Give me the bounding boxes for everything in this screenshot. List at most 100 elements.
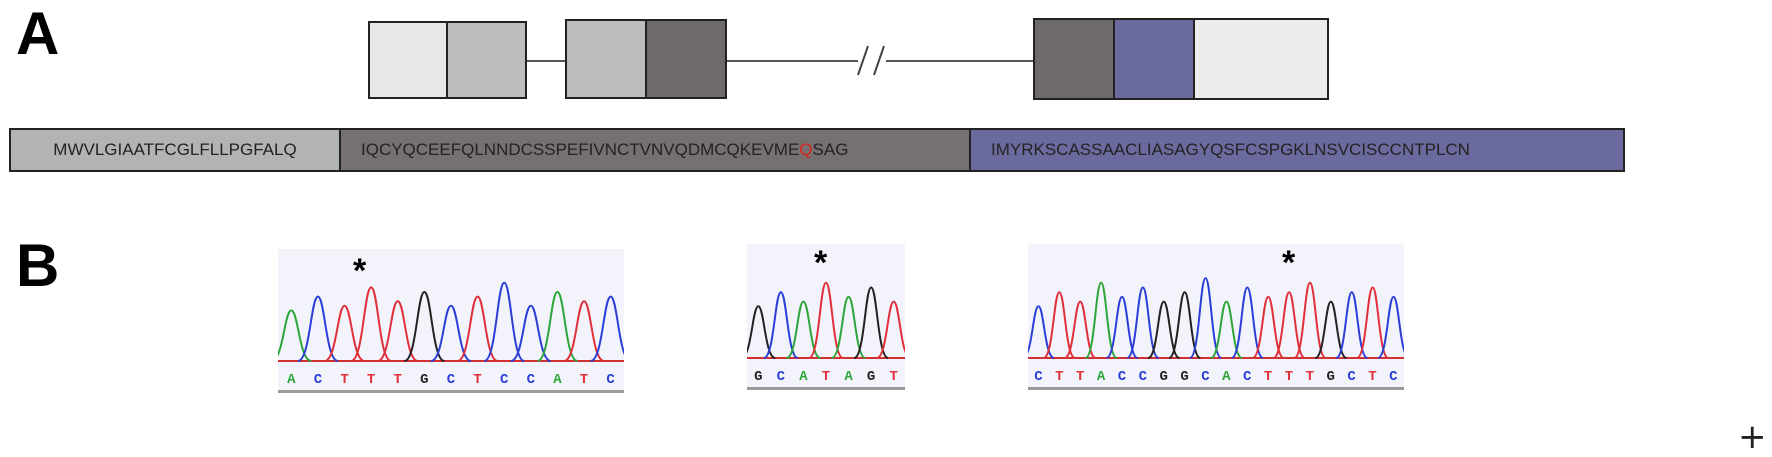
base-call: C xyxy=(313,372,323,388)
base-call: G xyxy=(866,369,876,385)
chromatogram-peak xyxy=(403,290,445,362)
exon-5 xyxy=(1033,18,1115,100)
chromatogram-peak xyxy=(853,286,889,359)
base-call: G xyxy=(1326,369,1335,385)
base-call: A xyxy=(287,372,296,388)
mutated-residue: Q xyxy=(799,140,813,159)
chromatogram-2-peaks xyxy=(747,281,905,359)
signal-peptide-segment: MWVLGIAATFCGLFLLPGFALQ xyxy=(9,128,341,172)
base-call: C xyxy=(1117,369,1127,385)
exon-1 xyxy=(368,21,448,99)
base-call: C xyxy=(606,372,615,388)
exon-6 xyxy=(1113,18,1195,100)
chromatogram-peak xyxy=(1064,300,1097,359)
exon-3 xyxy=(565,19,647,99)
chromatogram-peak xyxy=(324,304,365,362)
base-call: C xyxy=(1034,369,1043,385)
base-call: T xyxy=(393,372,402,388)
base-call: G xyxy=(420,372,429,388)
base-call: C xyxy=(1201,369,1210,385)
base-call: G xyxy=(1159,369,1168,385)
chromatogram-3-peaks xyxy=(1028,277,1404,359)
chromatogram-peak xyxy=(297,295,339,362)
chromatogram-peak xyxy=(763,291,799,359)
chromatogram-peak xyxy=(747,305,776,359)
base-call: C xyxy=(1389,369,1398,385)
chromatogram-peak xyxy=(537,290,578,362)
base-call: T xyxy=(473,372,482,388)
middle-sequence-before: IQCYQCEEFQLNNDCSSPEFIVNCTVNVQDMCQKEVME xyxy=(361,140,800,159)
chromatogram-peak xyxy=(1126,286,1160,359)
base-call: T xyxy=(1055,369,1064,385)
c-terminal-sequence: IMYRKSCASSAACLIASAGYQSFCSPGKLNSVCISCCNTP… xyxy=(991,140,1470,159)
base-call: C xyxy=(776,369,786,385)
chromatogram-peak xyxy=(1188,277,1223,359)
base-call: A xyxy=(553,372,562,388)
base-call: T xyxy=(366,372,376,388)
chromatogram-peak xyxy=(1028,305,1055,359)
base-call: A xyxy=(1222,369,1231,385)
chromatogram-peak xyxy=(590,295,624,362)
signal-peptide-sequence: MWVLGIAATFCGLFLLPGFALQ xyxy=(53,140,297,159)
chromatogram-peak xyxy=(430,304,472,362)
base-call: C xyxy=(1347,369,1356,385)
chromatogram-peak xyxy=(1314,300,1348,359)
base-call: T xyxy=(1305,369,1315,385)
chromatogram-peak xyxy=(278,309,312,362)
base-call: T xyxy=(889,369,898,385)
chromatogram-peak xyxy=(1377,295,1404,359)
base-call: T xyxy=(579,372,589,388)
chromatogram-peak xyxy=(1335,291,1369,359)
base-call: C xyxy=(526,372,535,388)
chromatogram-peak xyxy=(1251,295,1285,359)
exon-7 xyxy=(1193,18,1329,100)
base-call: C xyxy=(1242,369,1252,385)
chromatogram-peak xyxy=(1356,286,1390,359)
chromatogram-peak xyxy=(563,300,605,362)
base-call: T xyxy=(1075,369,1085,385)
base-call: G xyxy=(1180,369,1189,385)
middle-sequence-after: SAG xyxy=(812,140,849,159)
chromatogram-peak xyxy=(785,300,821,359)
chromatogram-peak xyxy=(483,281,525,362)
panel-a-label: A xyxy=(16,0,60,67)
gene-structure-diagram xyxy=(368,18,1329,100)
chromatogram-peak xyxy=(350,286,392,362)
base-call: T xyxy=(1368,369,1377,385)
mutation-marker-3: * xyxy=(1282,244,1296,282)
chromatogram-peak xyxy=(1147,300,1180,359)
chromatogram-peak xyxy=(1210,300,1243,359)
base-call: C xyxy=(1138,369,1148,385)
base-call: T xyxy=(821,369,831,385)
base-call: T xyxy=(1263,369,1273,385)
corner-plus-mark: + xyxy=(1738,417,1767,457)
base-call: T xyxy=(340,372,349,388)
chromatogram-peak xyxy=(510,304,552,362)
mutation-marker-2: * xyxy=(814,244,828,282)
chromatogram-1-peaks xyxy=(278,281,624,362)
base-call: G xyxy=(754,369,763,385)
chromatogram-peak xyxy=(1230,286,1264,359)
base-call: A xyxy=(844,369,853,385)
c-terminal-segment: IMYRKSCASSAACLIASAGYQSFCSPGKLNSVCISCCNTP… xyxy=(969,128,1625,172)
base-call: A xyxy=(799,369,808,385)
base-call: A xyxy=(1096,369,1106,385)
chromatogram-peak xyxy=(1272,291,1306,359)
base-call: C xyxy=(446,372,456,388)
chromatogram-peak xyxy=(377,300,419,362)
intron-break-mark xyxy=(857,45,885,76)
base-call: C xyxy=(499,372,509,388)
chromatogram-peak xyxy=(1084,281,1118,359)
chromatogram-peak xyxy=(457,295,499,362)
chromatogram-peak xyxy=(831,295,867,359)
exon-2 xyxy=(446,21,527,99)
base-call: T xyxy=(1284,369,1294,385)
chromatogram-peak xyxy=(808,281,844,359)
chromatogram-peak xyxy=(1105,295,1139,359)
chromatogram-peak xyxy=(876,300,905,359)
mutation-marker-1: * xyxy=(353,252,367,290)
